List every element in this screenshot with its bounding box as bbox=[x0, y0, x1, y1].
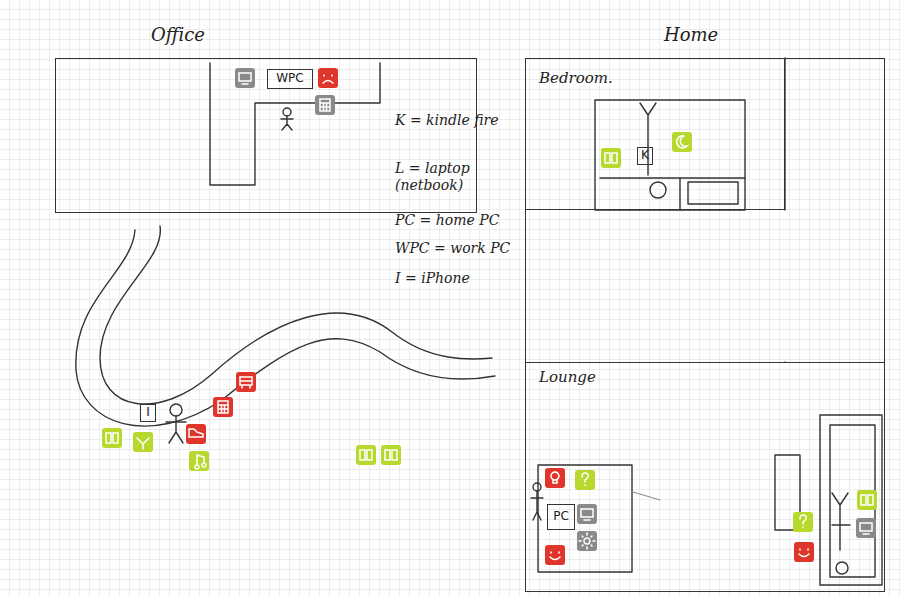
app-icon bbox=[133, 432, 153, 452]
app-icon bbox=[856, 518, 876, 538]
area-title: Lounge bbox=[539, 369, 596, 386]
app-icon bbox=[186, 424, 206, 444]
home-area: KBedroom.PCLoungeHome bbox=[525, 58, 885, 592]
room-area: K Bedroom. bbox=[525, 58, 785, 210]
app-icon bbox=[794, 542, 814, 562]
device-box: WPC bbox=[267, 69, 313, 89]
app-icon bbox=[236, 372, 256, 392]
bed bbox=[595, 100, 745, 210]
device-box: PC bbox=[547, 504, 575, 530]
device-box: K bbox=[637, 147, 653, 165]
app-icon bbox=[575, 470, 595, 490]
legend-note: K = kindle fire bbox=[395, 112, 515, 129]
device-box: I bbox=[140, 404, 156, 422]
app-icon bbox=[213, 397, 233, 417]
app-icon bbox=[545, 468, 565, 488]
device-label: PC bbox=[553, 510, 569, 524]
app-icon bbox=[381, 445, 401, 465]
app-icon bbox=[315, 95, 335, 115]
office-desk bbox=[210, 63, 380, 185]
app-icon bbox=[577, 531, 597, 551]
app-icon bbox=[577, 504, 597, 524]
road-edge bbox=[76, 230, 495, 426]
walking-person bbox=[166, 404, 186, 443]
device-label: WPC bbox=[276, 72, 303, 86]
legend-note: WPC = work PC bbox=[395, 240, 515, 257]
pencil-mark bbox=[633, 492, 660, 500]
area-title: Home bbox=[664, 25, 718, 46]
device-label: K bbox=[641, 149, 649, 163]
office-person bbox=[281, 108, 293, 130]
app-icon bbox=[189, 451, 209, 471]
app-icon bbox=[793, 512, 813, 532]
sofa bbox=[775, 415, 882, 585]
app-icon bbox=[102, 428, 122, 448]
legend-note: L = laptop (netbook) bbox=[395, 160, 515, 194]
legend-note: PC = home PC bbox=[395, 212, 515, 229]
legend-note: I = iPhone bbox=[395, 270, 515, 287]
app-icon bbox=[235, 68, 255, 88]
app-icon bbox=[318, 68, 338, 88]
app-icon bbox=[601, 148, 621, 168]
app-icon bbox=[356, 445, 376, 465]
area-title: Bedroom. bbox=[539, 70, 613, 87]
lounge-desk bbox=[531, 465, 632, 572]
app-icon bbox=[672, 132, 692, 152]
area-title: Office bbox=[151, 25, 205, 46]
room-area: PC Lounge bbox=[525, 362, 885, 592]
app-icon bbox=[545, 545, 565, 565]
device-label: I bbox=[146, 406, 150, 420]
app-icon bbox=[857, 490, 877, 510]
